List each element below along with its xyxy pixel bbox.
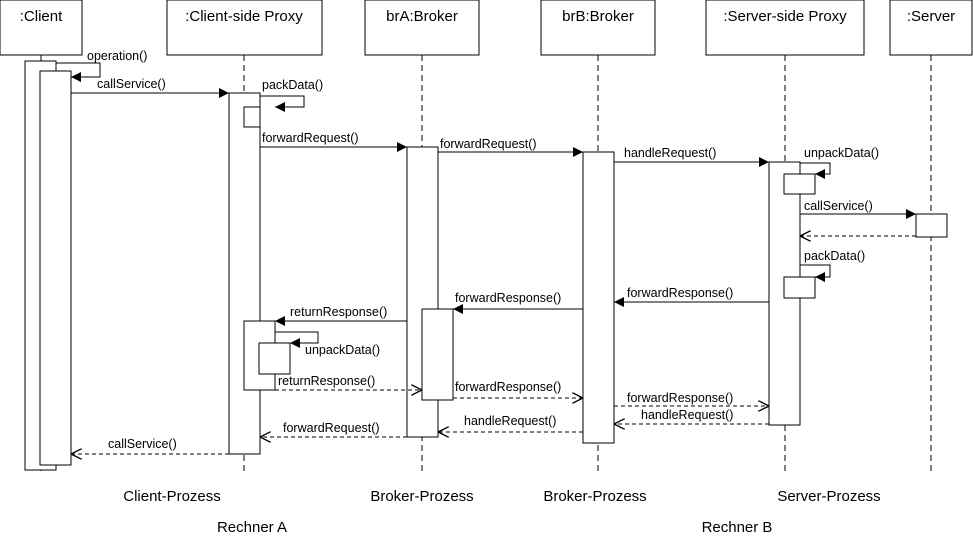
server-activation xyxy=(915,213,948,238)
broker-a-participant-label: brA:Broker xyxy=(386,8,458,25)
server-participant-label: :Server xyxy=(907,8,955,25)
client-proxy-participant: :Client-side Proxy xyxy=(166,0,323,56)
unpack-data-2-label: unpackData() xyxy=(305,343,380,357)
server-proxy-participant-label: :Server-side Proxy xyxy=(723,8,847,25)
handle-request-1-label: handleRequest() xyxy=(624,146,716,160)
client-participant: :Client xyxy=(0,0,83,56)
pack-data-2-label: packData() xyxy=(804,249,865,263)
unpack-data-1-label: unpackData() xyxy=(804,146,879,160)
machine-a-label: Rechner A xyxy=(217,519,287,536)
forward-response-4-label: forwardResponse() xyxy=(627,391,733,405)
server-proxy-participant: :Server-side Proxy xyxy=(705,0,865,56)
forward-request-2-label: forwardRequest() xyxy=(440,137,537,151)
forward-response-2-label: forwardResponse() xyxy=(455,291,561,305)
broker-b-participant-label: brB:Broker xyxy=(562,8,634,25)
server-proxy-unpack-activation xyxy=(783,173,816,195)
server-proxy-pack-activation xyxy=(783,276,816,299)
client-activation-inner xyxy=(39,70,72,466)
operation-label: operation() xyxy=(87,49,147,63)
client-participant-label: :Client xyxy=(20,8,63,25)
machine-b-label: Rechner B xyxy=(702,519,773,536)
client-proxy-activation xyxy=(228,92,261,455)
call-service-2-label: callService() xyxy=(804,199,873,213)
return-response-1-label: returnResponse() xyxy=(290,305,387,319)
unpack-data-1-arrow xyxy=(800,162,831,179)
pack-data-2-arrow xyxy=(800,264,831,282)
client-proxy-participant-label: :Client-side Proxy xyxy=(185,8,303,25)
call-service-3-label: callService() xyxy=(108,437,177,451)
broker-a-participant: brA:Broker xyxy=(364,0,480,56)
broker-b-participant: brB:Broker xyxy=(540,0,656,56)
broker-b-process-label: Broker-Prozess xyxy=(543,488,646,505)
operation-arrow xyxy=(56,62,101,82)
broker-a-response-activation xyxy=(421,308,454,401)
handle-request-3-label: handleRequest() xyxy=(464,414,556,428)
server-participant: :Server xyxy=(889,0,973,56)
forward-response-3-label: forwardResponse() xyxy=(455,380,561,394)
server-process-label: Server-Prozess xyxy=(777,488,880,505)
pack-data-1-arrow xyxy=(260,95,305,112)
return-response-2-label: returnResponse() xyxy=(278,374,375,388)
broker-b-activation xyxy=(582,151,615,444)
forward-response-1-label: forwardResponse() xyxy=(627,286,733,300)
call-service-1-label: callService() xyxy=(97,77,166,91)
client-proxy-unpack-activation xyxy=(258,342,291,375)
handle-request-2-label: handleRequest() xyxy=(641,408,733,422)
forward-request-1-label: forwardRequest() xyxy=(262,131,359,145)
forward-request-3-label: forwardRequest() xyxy=(283,421,380,435)
client-proxy-pack-activation xyxy=(243,106,261,128)
pack-data-1-label: packData() xyxy=(262,78,323,92)
broker-a-process-label: Broker-Prozess xyxy=(370,488,473,505)
client-process-label: Client-Prozess xyxy=(123,488,221,505)
unpack-data-2-arrow xyxy=(275,331,319,348)
